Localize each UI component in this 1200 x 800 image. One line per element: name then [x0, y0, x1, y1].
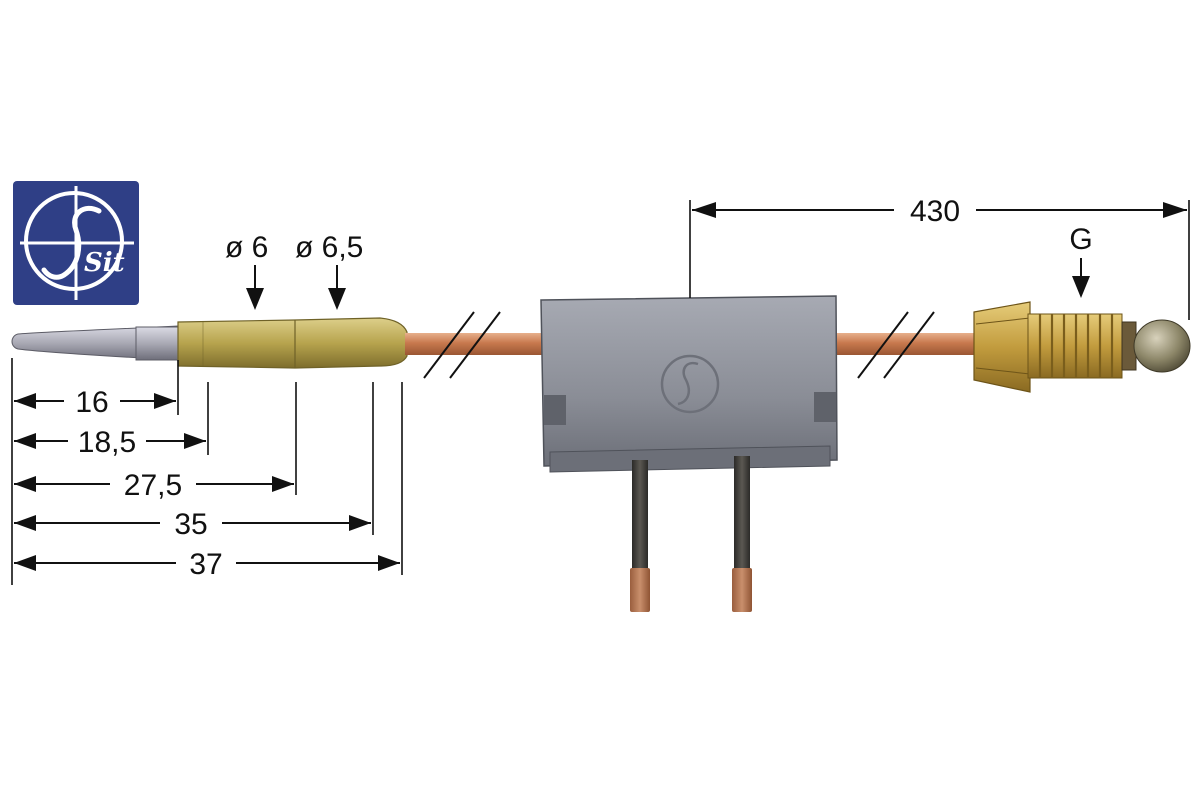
- logo-s-stroke: [41, 205, 102, 280]
- dimension-37: 37: [14, 548, 400, 581]
- break-mark: [883, 311, 935, 379]
- arrowhead: [246, 288, 264, 310]
- arrowhead: [184, 433, 206, 449]
- arrowhead: [154, 393, 176, 409]
- length-label: 27,5: [124, 469, 182, 502]
- arrowhead: [14, 393, 36, 409]
- break-mark: [857, 311, 909, 379]
- diameter-annotations: ø 6 ø 6,5: [225, 231, 363, 310]
- length-label: 37: [189, 548, 222, 581]
- pin-wire: [734, 456, 750, 570]
- logo-text: Sit: [84, 248, 125, 278]
- arrowhead: [378, 555, 400, 571]
- pin-tip: [732, 568, 752, 612]
- housing-body: [540, 295, 838, 467]
- arrowhead: [14, 555, 36, 571]
- arrowhead: [692, 202, 716, 218]
- arrowhead: [272, 476, 294, 492]
- break-mark: [449, 311, 501, 379]
- threaded-fitting: [973, 301, 1191, 393]
- arrowhead: [14, 433, 36, 449]
- length-annotations: 16 18,5 27,5 35 37: [11, 358, 403, 585]
- length-label: 18,5: [78, 426, 136, 459]
- pin-wire: [632, 460, 648, 570]
- cable-length-dimension: 430: [689, 195, 1190, 320]
- arrowhead: [349, 515, 371, 531]
- hex-nut-edge: [975, 367, 1031, 375]
- pin-tip: [630, 568, 650, 612]
- housing-bottom-lip: [549, 445, 831, 473]
- dimension-35: 35: [14, 508, 371, 541]
- diameter-label: ø 6: [225, 231, 268, 264]
- hex-nut-edge: [975, 317, 1031, 325]
- connector-housing: [540, 295, 838, 612]
- copper-tube: [405, 311, 977, 379]
- break-mark: [423, 311, 475, 379]
- length-label: 16: [75, 386, 108, 419]
- arrowhead: [14, 476, 36, 492]
- arrowhead: [328, 288, 346, 310]
- diameter-label: ø 6,5: [295, 231, 363, 264]
- logo-circle: [24, 191, 124, 291]
- arrowhead: [14, 515, 36, 531]
- arrowhead: [1163, 202, 1187, 218]
- thread-annotation: G: [1069, 223, 1093, 298]
- probe-brass-body: [177, 317, 408, 369]
- emboss-s: [677, 361, 699, 406]
- arrowhead: [1072, 276, 1090, 298]
- copper-tube-right: [832, 333, 977, 355]
- housing-slot: [814, 392, 836, 422]
- length-label: 35: [174, 508, 207, 541]
- end-cap: [1133, 319, 1191, 373]
- thermocouple-probe: [11, 317, 408, 369]
- dimension-18-5: 18,5: [14, 426, 206, 459]
- thread-label: G: [1069, 223, 1092, 256]
- emboss-circle: [660, 354, 720, 414]
- probe-collar: [135, 326, 181, 361]
- thread-ridges: [1038, 314, 1114, 378]
- sit-logo: Sit: [13, 181, 139, 305]
- housing-logo-emboss: [660, 354, 720, 414]
- dimension-27-5: 27,5: [14, 469, 294, 502]
- cable-length-label: 430: [910, 195, 960, 228]
- dimension-16: 16: [14, 386, 176, 419]
- housing-slot: [544, 395, 566, 425]
- hex-nut: [973, 301, 1031, 393]
